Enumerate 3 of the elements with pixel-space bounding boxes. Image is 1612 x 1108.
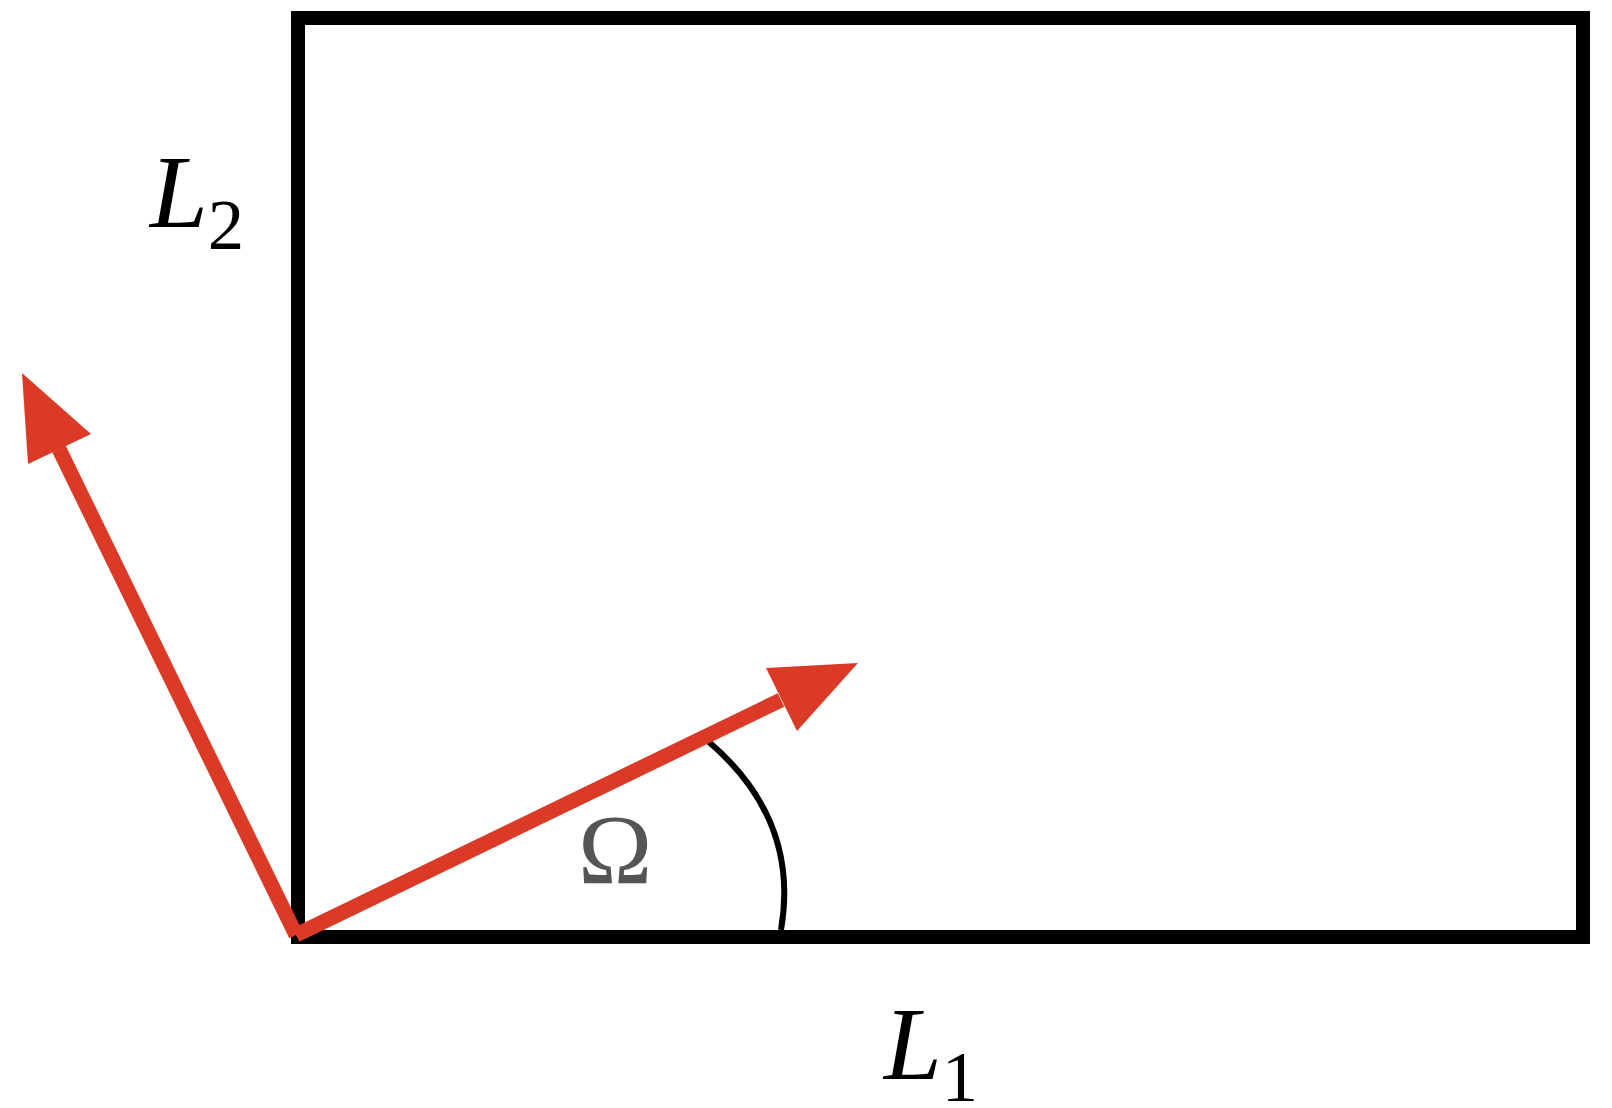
angle-label: Ω <box>578 800 653 900</box>
side-label: L$_{1}$ <box>884 992 979 1108</box>
side-label: L$_{2}$ <box>150 140 245 262</box>
